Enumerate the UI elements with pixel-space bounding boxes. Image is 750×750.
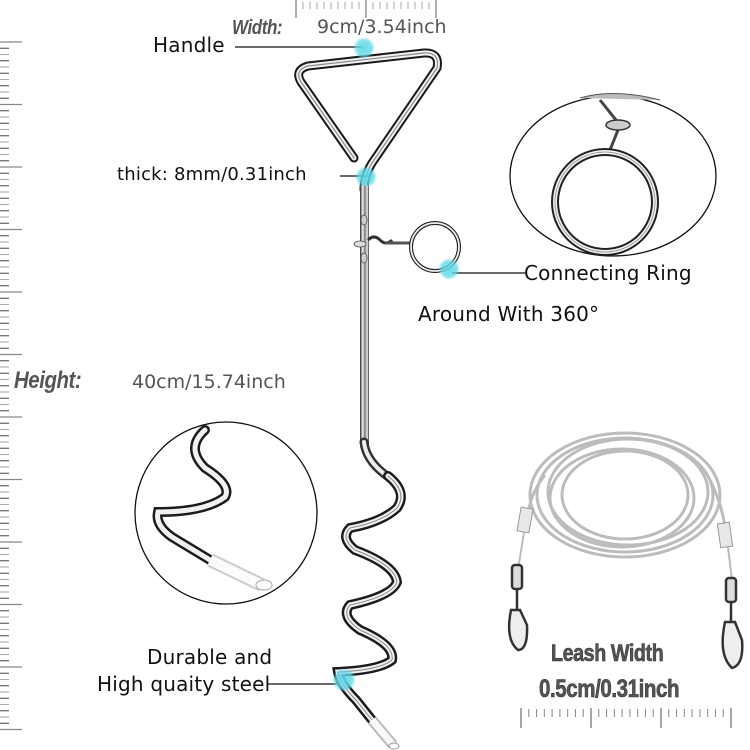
leash-width-label-line2: 0.5cm/0.31inch (539, 675, 680, 704)
height-dimension: Height: 40cm/15.74inch (14, 367, 286, 395)
handle-label: Handle (153, 33, 225, 57)
thickness-label: thick: 8mm/0.31inch (117, 164, 307, 185)
highlight-dot-ring (438, 258, 460, 280)
height-key: Height: (14, 367, 82, 394)
ring-detail-inset (509, 93, 717, 257)
top-ruler (295, 0, 437, 18)
snap-hook-right (721, 576, 744, 670)
rotation-label: Around With 360° (418, 302, 600, 326)
connecting-ring (409, 221, 461, 273)
highlight-dot-spiral-tip (332, 668, 356, 692)
highlight-dot-thickness (355, 166, 377, 188)
bottom-ruler (520, 708, 732, 728)
width-value: 9cm/3.54inch (317, 16, 447, 38)
spiral-tip-detail-inset (134, 421, 318, 605)
highlight-dot-handle (353, 37, 375, 59)
left-ruler (0, 41, 22, 731)
snap-hook-left (507, 563, 529, 652)
height-value: 40cm/15.74inch (132, 371, 286, 393)
highlight-dots (332, 37, 460, 692)
leader-lines (235, 46, 525, 685)
width-dimension: Width: 9cm/3.54inch (232, 15, 447, 40)
spiral-auger (332, 471, 406, 750)
coiled-cable (516, 431, 734, 581)
stake-shaft (353, 185, 412, 483)
durable-label-line2: High quaity steel (97, 672, 271, 696)
durable-label-line1: Durable and (147, 645, 273, 669)
connecting-ring-label: Connecting Ring (524, 261, 692, 285)
leash-width-label-line1: Leash Width (551, 640, 664, 668)
width-key: Width: (232, 17, 283, 39)
